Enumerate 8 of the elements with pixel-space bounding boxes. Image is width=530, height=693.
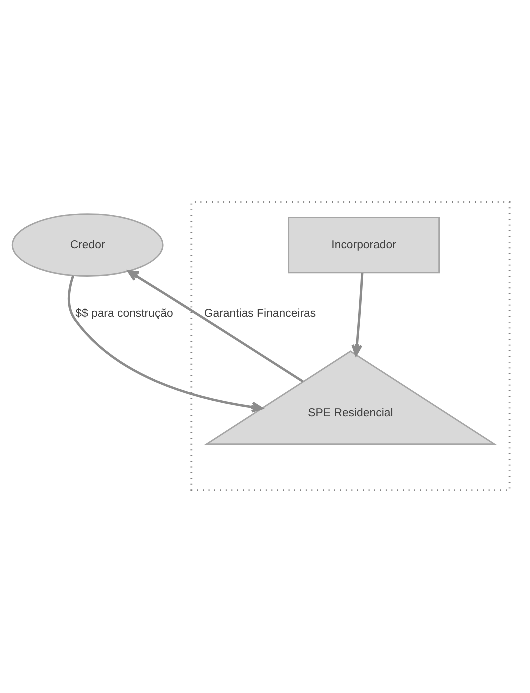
cluster	[190, 201, 511, 492]
node-box: Incorporador	[288, 216, 440, 274]
edge-label: Garantias Financeiras	[204, 308, 316, 320]
arrow	[68, 276, 264, 413]
arrow	[352, 273, 364, 356]
arrow	[127, 270, 304, 383]
node-ellipse: Credor	[12, 214, 164, 277]
edge-label: $$ para construção	[76, 308, 174, 320]
